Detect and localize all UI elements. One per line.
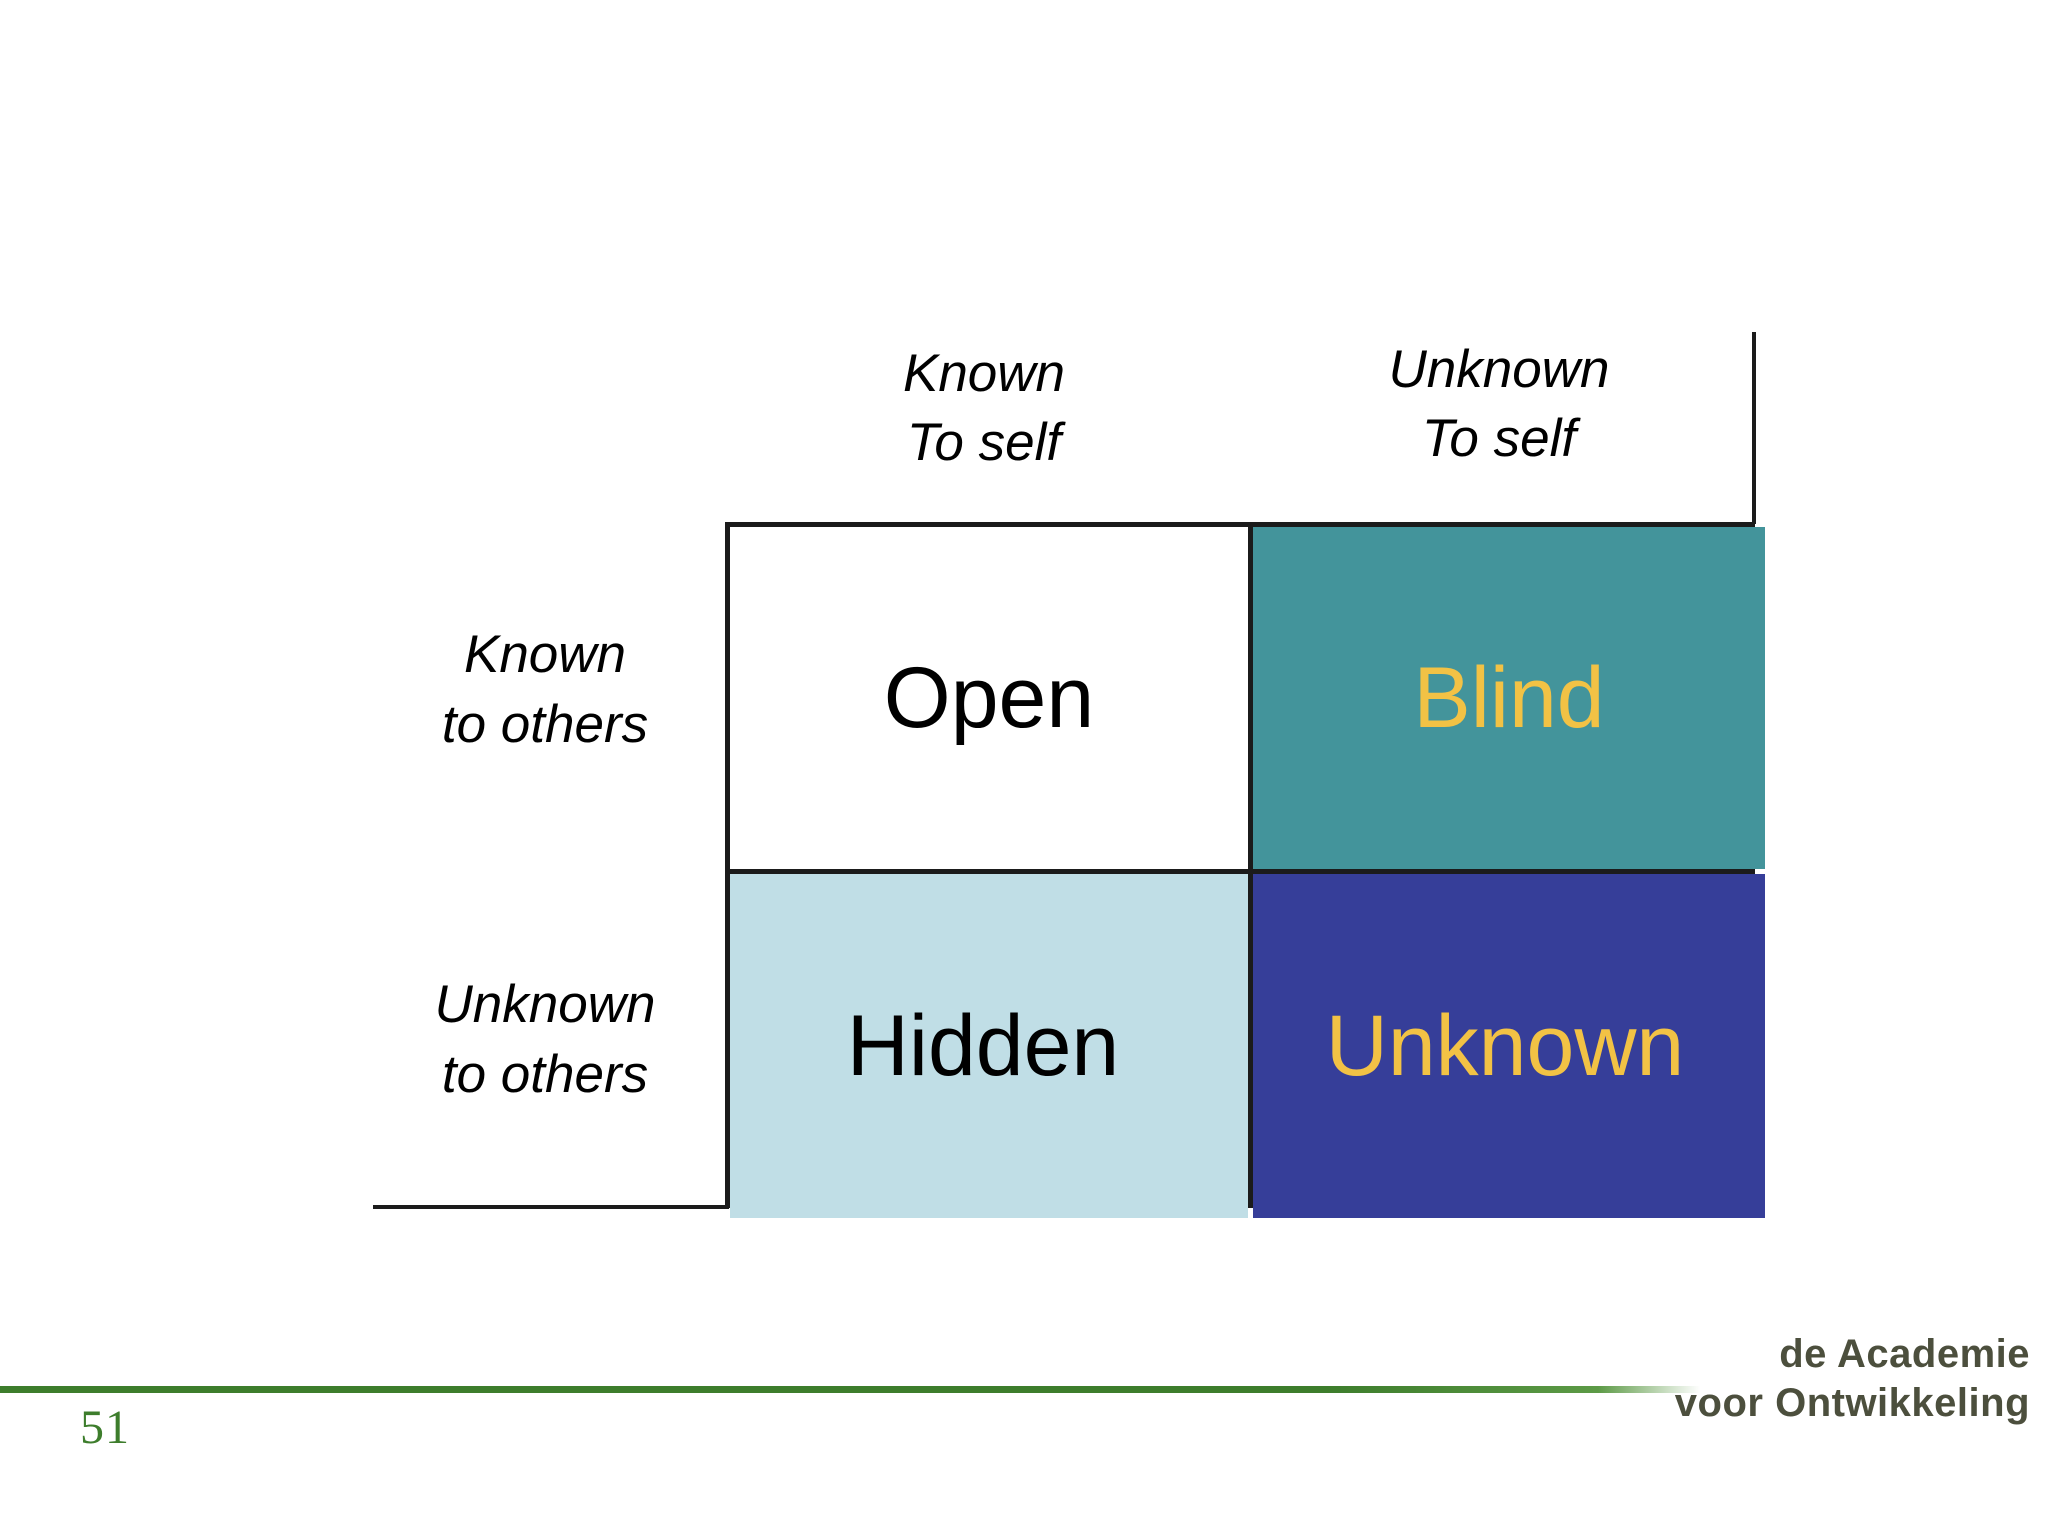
axis-line-vertical: [1752, 332, 1756, 524]
quadrant-blind[interactable]: Blind: [1253, 527, 1765, 869]
column-header-unknown-to-self: Unknown To self: [1243, 336, 1755, 474]
johari-window-matrix: Open Blind Hidden Unknown: [725, 522, 1765, 1218]
brand-logo: de Academie voor Ontwikkeling: [1610, 1330, 2030, 1428]
column-header-line1: Unknown: [1388, 340, 1610, 399]
quadrant-unknown-label: Unknown: [1325, 998, 1685, 1094]
brand-logo-line1: de Academie: [1779, 1332, 2030, 1376]
quadrant-open-label: Open: [883, 650, 1095, 746]
axis-line-horizontal: [373, 1205, 729, 1209]
quadrant-hidden[interactable]: Hidden: [730, 874, 1248, 1218]
column-header-known-to-self: Known To self: [725, 340, 1243, 478]
brand-logo-line2: voor Ontwikkeling: [1674, 1380, 2030, 1425]
quadrant-blind-label: Blind: [1413, 650, 1605, 746]
row-label-unknown-to-others: Unknown to others: [376, 970, 714, 1110]
column-header-line1: Known: [902, 344, 1066, 403]
page-number: 51: [80, 1401, 130, 1454]
row-label-known-to-others: Known to others: [380, 620, 710, 760]
quadrant-hidden-label: Hidden: [846, 998, 1120, 1094]
row-label-line1: Known: [463, 625, 627, 684]
column-header-line2: To self: [1421, 408, 1577, 468]
quadrant-unknown[interactable]: Unknown: [1253, 874, 1765, 1218]
row-label-line1: Unknown: [434, 975, 656, 1034]
row-label-line2: to others: [441, 694, 649, 754]
column-header-line2: To self: [906, 412, 1062, 472]
row-label-line2: to others: [441, 1044, 649, 1104]
footer-divider: [0, 1386, 1700, 1393]
quadrant-open[interactable]: Open: [730, 527, 1248, 869]
